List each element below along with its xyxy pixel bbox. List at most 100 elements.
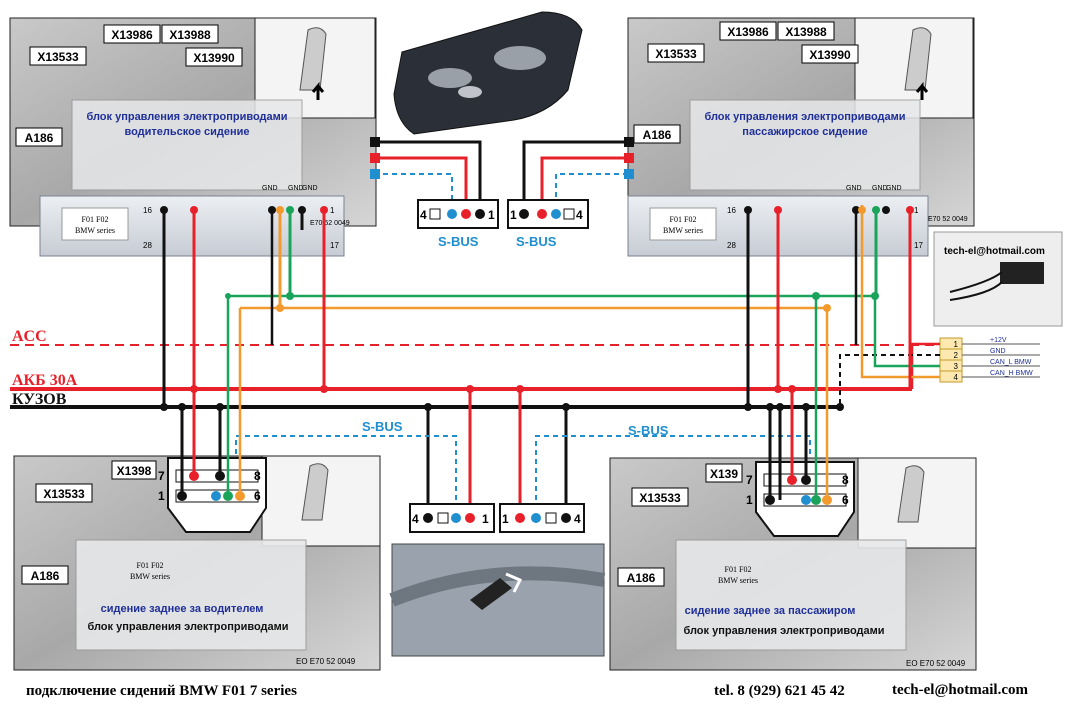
svg-text:6: 6 (254, 489, 261, 503)
junction-dots (160, 137, 914, 411)
svg-text:EO E70 52 0049: EO E70 52 0049 (296, 657, 356, 666)
top-sbus-plug-left: 4 1 S-BUS (417, 199, 499, 249)
sbus-label-3: S-BUS (362, 419, 403, 434)
svg-text:7: 7 (158, 469, 165, 483)
interface-connector: 1 2 3 4 +12V GND CAN_L BMW CAN_H BMW (939, 337, 1040, 383)
svg-text:X13990: X13990 (809, 48, 851, 62)
svg-text:2: 2 (954, 351, 959, 360)
svg-text:4: 4 (574, 512, 581, 526)
driver-conn-1: X13533 (37, 50, 79, 64)
svg-text:17: 17 (330, 241, 339, 250)
footer-phone: tel. 8 (929) 621 45 42 (714, 683, 845, 699)
svg-text:1: 1 (330, 206, 335, 215)
door-switch-photo (389, 543, 606, 657)
svg-text:GND: GND (288, 185, 304, 192)
svg-text:28: 28 (727, 241, 736, 250)
svg-text:E70 52 0049: E70 52 0049 (310, 220, 350, 227)
svg-text:16: 16 (727, 206, 736, 215)
footer-caption: подключение сидений BMW F01 7 series (26, 683, 297, 699)
driver-title: блок управления электроприводами (86, 111, 287, 123)
driver-conn-2: X13986 (111, 28, 153, 42)
svg-text:BMW series: BMW series (718, 576, 758, 585)
svg-text:17: 17 (914, 241, 923, 250)
rear-right-title: сидение заднее за пассажиром (685, 605, 856, 617)
svg-text:8: 8 (254, 469, 261, 483)
svg-text:CAN_L BMW: CAN_L BMW (990, 359, 1032, 366)
driver-conn-3: X13988 (169, 28, 211, 42)
svg-text:8: 8 (842, 473, 849, 487)
svg-text:BMW series: BMW series (75, 226, 115, 235)
footer-email: tech-el@hotmail.com (892, 682, 1029, 698)
driver-conn-4: X13990 (193, 51, 235, 65)
rear-right-plug: 7 8 1 6 (746, 296, 855, 537)
battery-label: АКБ 30А (12, 372, 78, 389)
svg-text:4: 4 (412, 512, 419, 526)
body-label: КУЗОВ (12, 391, 67, 408)
svg-text:A186: A186 (31, 569, 60, 583)
svg-text:E70 52 0049: E70 52 0049 (928, 216, 968, 223)
svg-text:A186: A186 (643, 128, 672, 142)
driver-wires (162, 140, 482, 407)
svg-text:28: 28 (143, 241, 152, 250)
svg-text:3: 3 (954, 362, 959, 371)
svg-text:GND: GND (846, 185, 862, 192)
svg-text:+12V: +12V (990, 337, 1007, 344)
svg-text:16: 16 (143, 206, 152, 215)
svg-text:7: 7 (746, 473, 753, 487)
rear-left-subtitle: блок управления электроприводами (87, 621, 288, 633)
driver-module: блок управления электроприводами водител… (9, 17, 377, 257)
svg-text:GND: GND (262, 185, 278, 192)
svg-text:GND: GND (990, 348, 1006, 355)
rear-left-title: сидение заднее за водителем (101, 603, 264, 615)
svg-text:4: 4 (420, 208, 427, 222)
svg-text:1: 1 (488, 208, 495, 222)
svg-text:1: 1 (502, 512, 509, 526)
rear-right-subtitle: блок управления электроприводами (683, 625, 884, 637)
svg-text:4: 4 (954, 373, 959, 382)
svg-text:BMW series: BMW series (663, 226, 703, 235)
svg-text:X13533: X13533 (43, 487, 85, 501)
passenger-wires (522, 140, 912, 407)
svg-text:F01 F02: F01 F02 (670, 215, 697, 224)
sbus-label-1: S-BUS (438, 234, 479, 249)
svg-text:F01 F02: F01 F02 (725, 565, 752, 574)
svg-text:1: 1 (158, 489, 165, 503)
svg-text:F01 F02: F01 F02 (137, 561, 164, 570)
svg-text:4: 4 (576, 208, 583, 222)
svg-text:1: 1 (510, 208, 517, 222)
driver-ref: A186 (25, 131, 54, 145)
driver-subtitle: водительское сидение (124, 126, 249, 138)
svg-text:X13986: X13986 (727, 25, 769, 39)
svg-text:1: 1 (482, 512, 489, 526)
svg-text:GND: GND (886, 185, 902, 192)
acc-label: ACC (12, 328, 47, 345)
svg-text:X13533: X13533 (639, 491, 681, 505)
bus-lines: ACC АКБ 30А КУЗОВ (10, 294, 940, 409)
sbus-label-2: S-BUS (516, 234, 557, 249)
svg-text:GND: GND (872, 185, 888, 192)
passenger-subtitle: пассажирское сидение (742, 126, 867, 138)
sbus-label-4: S-BUS (628, 423, 669, 438)
top-sbus-plug-right: 1 4 S-BUS (507, 199, 589, 249)
svg-text:X13988: X13988 (785, 25, 827, 39)
interface-wires (839, 205, 940, 407)
svg-text:GND: GND (302, 185, 318, 192)
passenger-module: блок управления электроприводами пассажи… (627, 17, 975, 257)
svg-text:X1398: X1398 (117, 464, 152, 478)
seat-icon (299, 27, 327, 91)
rear-left-plug: 7 8 1 6 (158, 296, 267, 533)
seat-icon-2 (904, 27, 932, 91)
interface-email: tech-el@hotmail.com (944, 246, 1045, 257)
svg-text:BMW series: BMW series (130, 572, 170, 581)
svg-text:6: 6 (842, 493, 849, 507)
svg-text:X139: X139 (710, 467, 738, 481)
svg-text:EO E70 52 0049: EO E70 52 0049 (906, 659, 966, 668)
svg-text:1: 1 (746, 493, 753, 507)
seat-switch-photo (393, 11, 583, 135)
passenger-title: блок управления электроприводами (704, 111, 905, 123)
interface-photo: tech-el@hotmail.com (933, 231, 1063, 327)
svg-text:A186: A186 (627, 571, 656, 585)
svg-text:1: 1 (954, 340, 959, 349)
